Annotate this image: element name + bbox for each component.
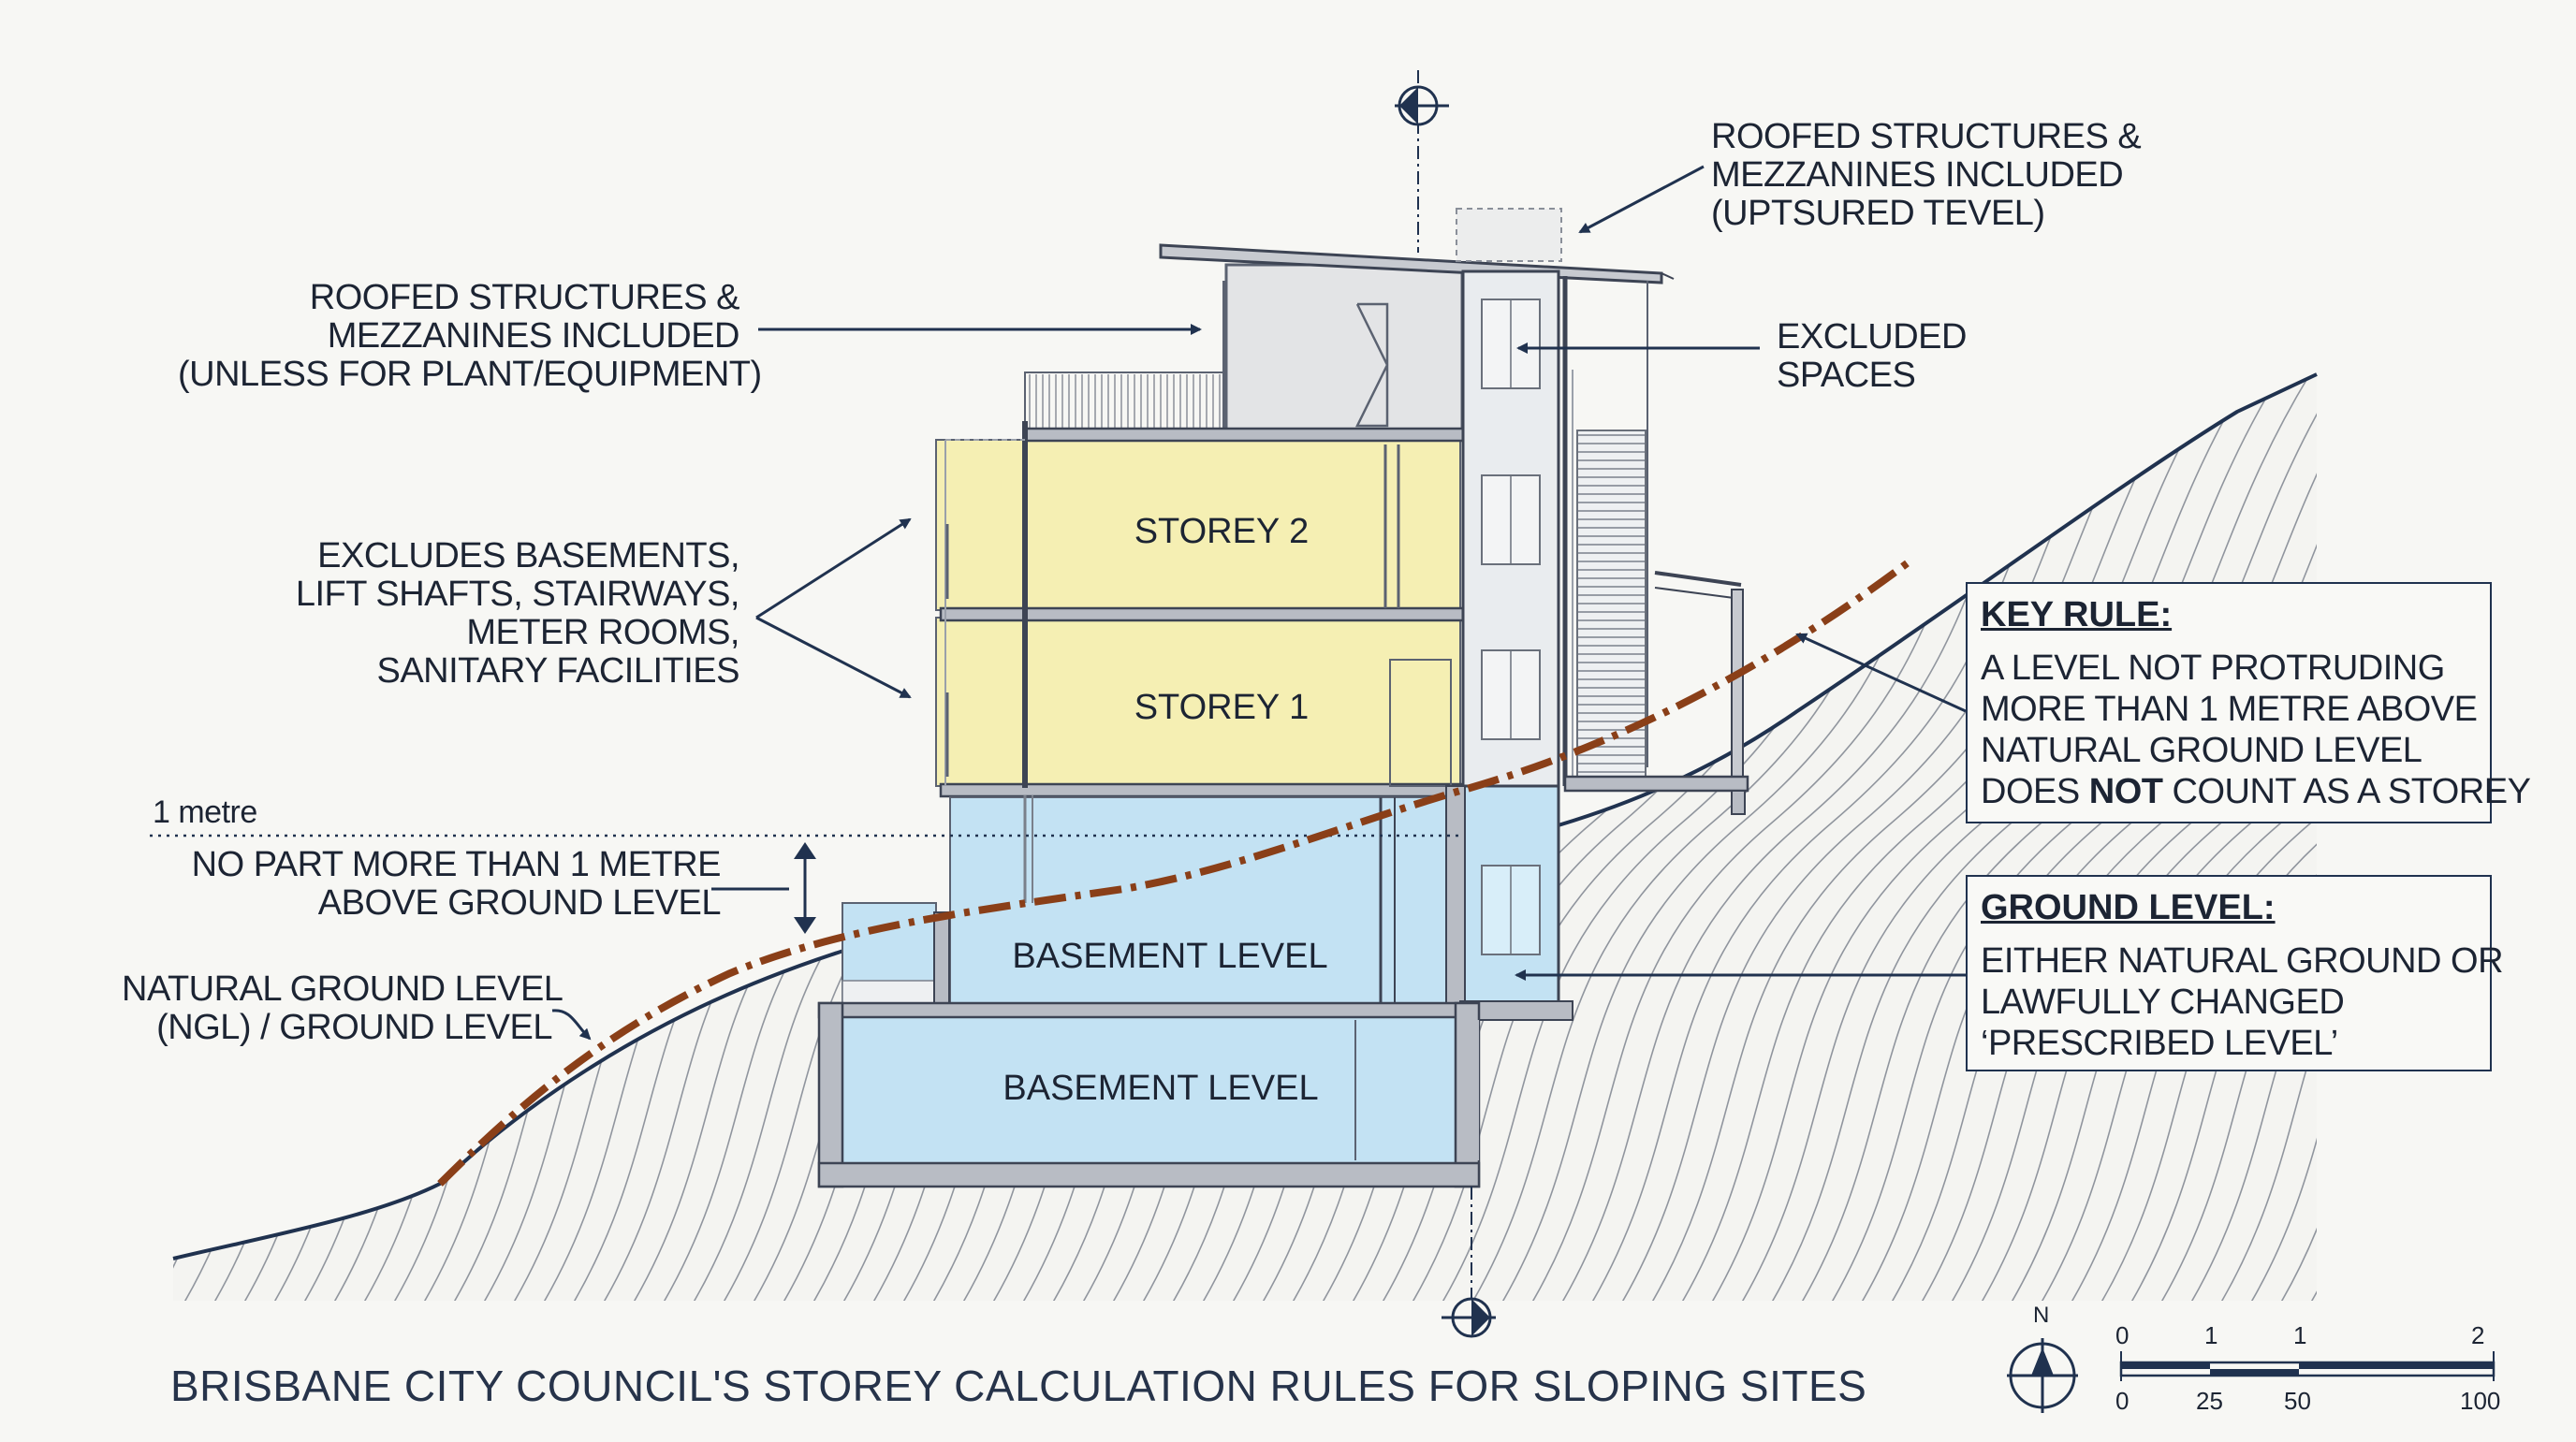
storey-1-label: STOREY 1 <box>1134 688 1310 727</box>
roofed-structures-callout: ROOFED STRUCTURES & MEZZANINES INCLUDED … <box>178 278 762 394</box>
north-label: N <box>2033 1303 2050 1328</box>
basement-lower-block <box>842 1014 1456 1166</box>
key-rule-line: A LEVEL NOT PROTRUDING <box>1981 648 2445 688</box>
north-arrow <box>2007 1338 2078 1413</box>
key-rule-line: MORE THAN 1 METRE ABOVE <box>1981 690 2478 729</box>
ground-level-box: GROUND LEVEL: EITHER NATURAL GROUND OR L… <box>1966 875 2504 1071</box>
scale-top-tick: 1 <box>2204 1321 2218 1349</box>
excluded-spaces-callout: EXCLUDED SPACES <box>1777 317 1967 395</box>
ground-level-line: LAWFULLY CHANGED <box>1981 983 2345 1022</box>
ground-level-line: ‘PRESCRIBED LEVEL’ <box>1981 1024 2338 1063</box>
section-mark-top <box>1395 70 1449 253</box>
basement-upper-label: BASEMENT LEVEL <box>1012 937 1328 976</box>
no-part-callout: NO PART MORE THAN 1 METRE ABOVE GROUND L… <box>191 845 722 923</box>
scale-top-tick: 1 <box>2293 1321 2307 1349</box>
roofed-structures-top-callout: ROOFED STRUCTURES & MEZZANINES INCLUDED … <box>1711 117 2142 233</box>
callout-arrows <box>551 165 1967 1041</box>
ngl-callout: NATURAL GROUND LEVEL (NGL) / GROUND LEVE… <box>122 969 564 1047</box>
storey-2-label: STOREY 2 <box>1134 512 1310 551</box>
ground-level-heading: GROUND LEVEL: <box>1981 888 2276 927</box>
upper-roofed-structure <box>1224 263 1464 435</box>
key-rule-line: NATURAL GROUND LEVEL <box>1981 731 2422 770</box>
ground-level-line: EITHER NATURAL GROUND OR <box>1981 941 2504 981</box>
scale-top-tick: 0 <box>2115 1321 2130 1349</box>
section-mark-bottom <box>1442 1187 1496 1338</box>
key-rule-heading: KEY RULE: <box>1981 595 2173 634</box>
ngl-line <box>437 558 1912 1187</box>
diagram-title: BRISBANE CITY COUNCIL'S STOREY CALCULATI… <box>170 1362 1867 1410</box>
one-metre-label: 1 metre <box>153 794 257 830</box>
scale-bar <box>2119 1351 2496 1381</box>
scale-bottom-tick: 25 <box>2196 1387 2223 1415</box>
basement-lower-label: BASEMENT LEVEL <box>1003 1069 1319 1108</box>
scale-top-tick: 2 <box>2471 1321 2485 1349</box>
scale-bottom-tick: 50 <box>2284 1387 2311 1415</box>
scale-bottom-tick: 100 <box>2460 1387 2501 1415</box>
excludes-list-callout: EXCLUDES BASEMENTS, LIFT SHAFTS, STAIRWA… <box>295 536 740 691</box>
key-rule-box: KEY RULE: A LEVEL NOT PROTRUDING MORE TH… <box>1966 582 2531 823</box>
key-rule-line: DOES NOT COUNT AS A STOREY <box>1981 772 2531 811</box>
scale-bottom-tick: 0 <box>2115 1387 2130 1415</box>
